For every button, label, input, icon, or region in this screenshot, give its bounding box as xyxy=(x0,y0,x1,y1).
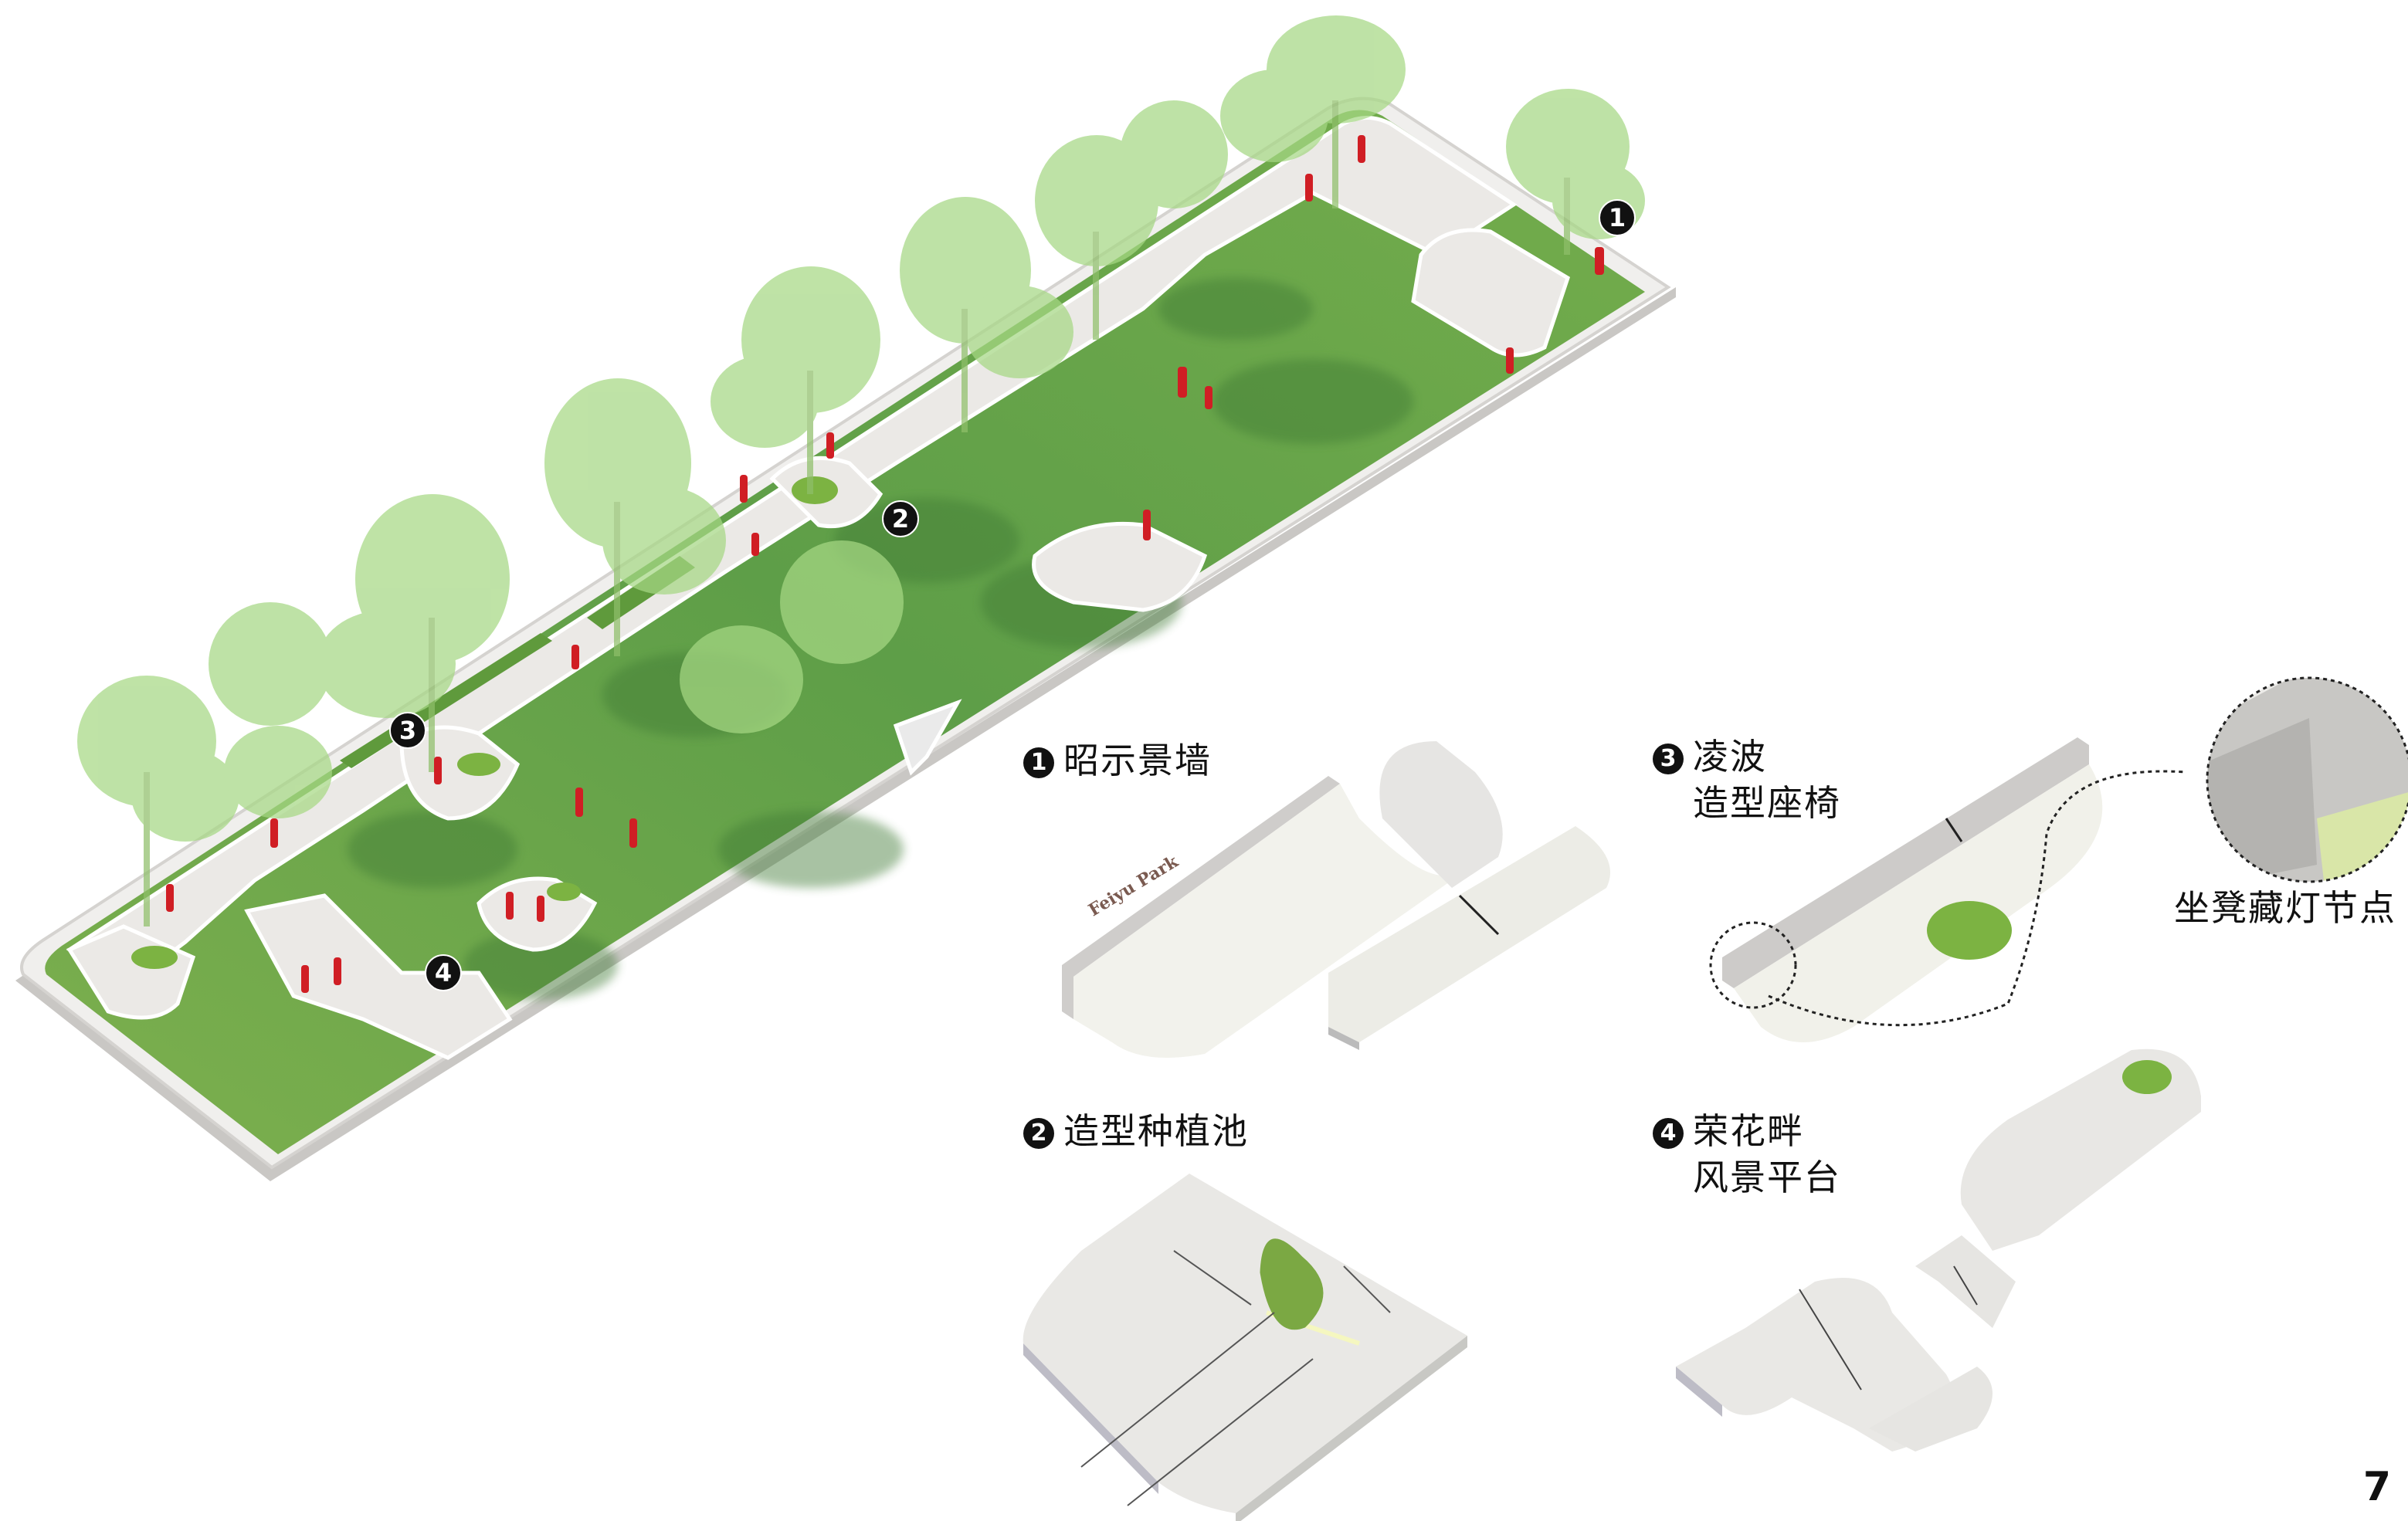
tree xyxy=(209,602,332,818)
detail-seating xyxy=(1709,676,2408,1042)
tree xyxy=(900,197,1073,432)
tree xyxy=(711,266,880,494)
page-number: 7 xyxy=(2362,1464,2391,1510)
map-marker-1: 1 xyxy=(1599,199,1636,236)
map-marker-4: 4 xyxy=(425,954,462,991)
seat-light-detail-callout xyxy=(2206,676,2408,883)
detail-label-2: 2 造型种植池 xyxy=(1023,1108,1249,1154)
map-marker-2: 2 xyxy=(882,500,919,537)
map-marker-3: 3 xyxy=(389,712,426,749)
tree xyxy=(1035,100,1228,340)
detail-label-4: 4 荣花畔 风景平台 xyxy=(1653,1108,1841,1201)
number-badge: 4 xyxy=(1653,1118,1684,1149)
detail-title: 昭示景墙 xyxy=(1063,740,1212,781)
detail-platform xyxy=(1676,1048,2201,1452)
number-badge: 2 xyxy=(1023,1118,1054,1149)
trees xyxy=(77,15,1645,926)
detail-label-3: 3 凌波 造型座椅 xyxy=(1653,733,1841,826)
seat-light-callout-label: 坐凳藏灯节点 xyxy=(2174,887,2396,929)
number-badge: 3 xyxy=(1653,744,1684,774)
detail-subtitle: 造型座椅 xyxy=(1693,782,1841,824)
tree xyxy=(544,378,726,656)
detail-title: 荣花畔 xyxy=(1693,1110,1804,1152)
number-badge: 1 xyxy=(1023,747,1054,778)
detail-subtitle: 风景平台 xyxy=(1693,1157,1841,1198)
detail-title: 造型种植池 xyxy=(1063,1110,1249,1152)
tree xyxy=(77,676,239,926)
people-figures xyxy=(166,135,1604,993)
tree xyxy=(317,494,510,772)
detail-label-1: 1 昭示景墙 xyxy=(1023,737,1212,784)
tree xyxy=(1220,15,1406,208)
tree xyxy=(680,540,904,733)
detail-feature-wall xyxy=(1062,741,1610,1058)
detail-planter xyxy=(1023,1174,1467,1521)
detail-title: 凌波 xyxy=(1693,736,1767,777)
